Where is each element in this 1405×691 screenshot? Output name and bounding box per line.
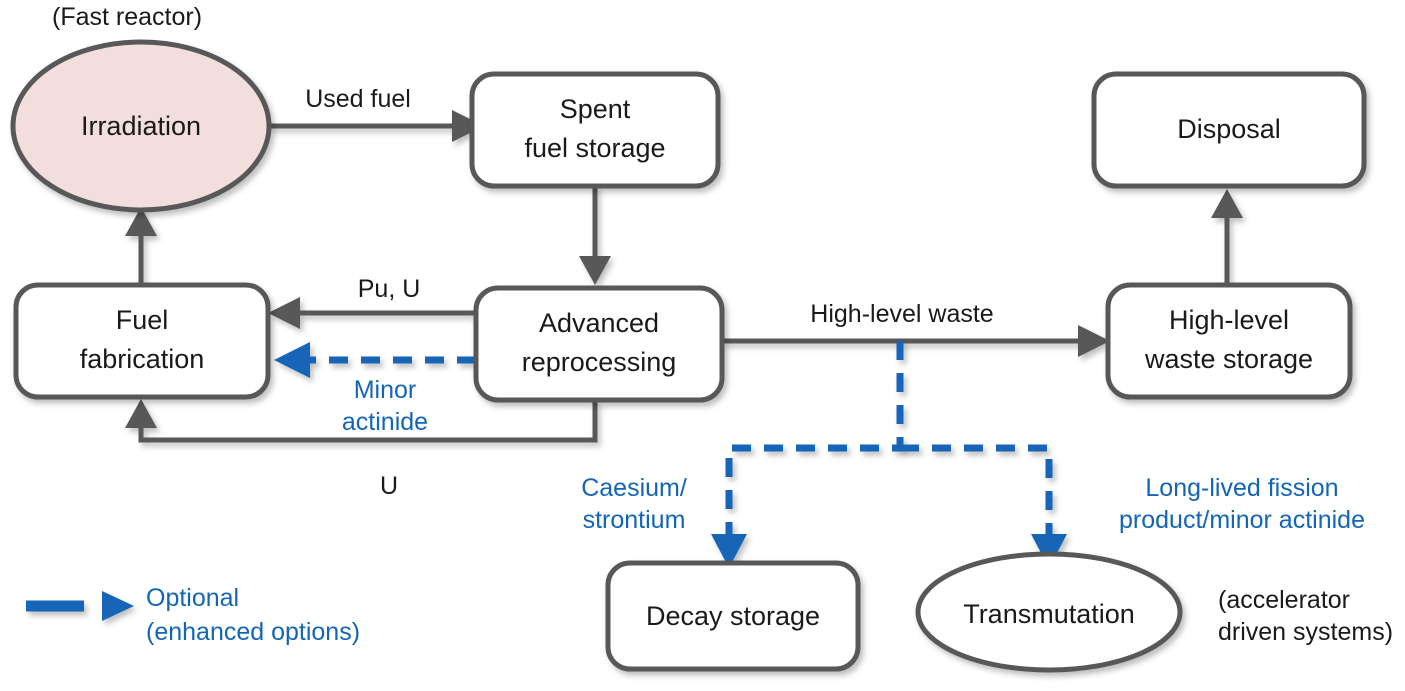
edge-label-caesium-line2: strontium (583, 506, 686, 534)
edge-label-minor-actinide-line1: Minor (354, 376, 417, 404)
legend: Optional (enhanced options) (26, 584, 360, 646)
edge-label-high-level-waste: High-level waste (810, 300, 993, 328)
edge-label-long-lived-line2: product/minor actinide (1119, 506, 1365, 534)
edge-label-long-lived-line1: Long-lived fission (1145, 474, 1338, 502)
edge-optional-caesium-strontium (711, 341, 904, 568)
annotation-fast-reactor: (Fast reactor) (52, 3, 202, 31)
edge-reprocessing-to-fabrication-puu (268, 297, 476, 329)
legend-label-line1: Optional (146, 584, 239, 612)
annotations-layer: (Fast reactor) (accelerator driven syste… (52, 3, 1393, 646)
node-advanced-reprocessing[interactable]: Advanced reprocessing (473, 285, 725, 403)
node-transmutation-label: Transmutation (963, 599, 1135, 629)
nodes-layer: Irradiation Spent fuel storage Disposal … (10, 39, 1367, 673)
edges-layer (125, 110, 1243, 568)
node-advanced-reprocessing-label-line1: Advanced (539, 308, 659, 338)
edge-label-caesium-line1: Caesium/ (581, 474, 687, 502)
dashed-arrow-icon (26, 591, 134, 621)
node-spent-fuel-storage-label-line1: Spent (560, 94, 631, 124)
edge-labels-layer: Used fuel Pu, U U High-level waste Minor… (305, 85, 1365, 534)
edge-label-used-fuel: Used fuel (305, 85, 411, 113)
node-irradiation-label: Irradiation (81, 111, 201, 141)
edge-optional-long-lived (900, 444, 1067, 568)
node-hlw-storage-label-line2: waste storage (1144, 344, 1313, 374)
node-disposal-label: Disposal (1177, 114, 1281, 144)
annotation-accelerator-line2: driven systems) (1218, 618, 1393, 646)
annotation-accelerator-line1: (accelerator (1218, 586, 1350, 614)
edge-label-pu-u: Pu, U (358, 275, 421, 303)
node-decay-storage[interactable]: Decay storage (605, 560, 861, 672)
node-spent-fuel-storage-label-line2: fuel storage (524, 133, 665, 163)
node-decay-storage-label: Decay storage (646, 601, 820, 631)
node-transmutation[interactable]: Transmutation (915, 551, 1183, 673)
edge-label-u: U (380, 472, 398, 500)
node-fuel-fabrication[interactable]: Fuel fabrication (13, 282, 271, 400)
node-advanced-reprocessing-label-line2: reprocessing (522, 347, 677, 377)
node-fuel-fabrication-label-line1: Fuel (116, 305, 169, 335)
node-irradiation[interactable]: Irradiation (10, 39, 272, 213)
edge-reprocessing-to-hlw-storage (722, 325, 1110, 357)
edge-fabrication-to-irradiation (125, 207, 157, 283)
edge-reprocessing-to-fabrication-u (125, 399, 598, 443)
node-fuel-fabrication-label-line2: fabrication (80, 344, 205, 374)
node-hlw-storage-label-line1: High-level (1169, 305, 1289, 335)
legend-label-line2: (enhanced options) (146, 618, 360, 646)
edge-optional-minor-actinide (274, 342, 476, 378)
edge-hlw-storage-to-disposal (1211, 189, 1243, 283)
edge-spent-fuel-to-reprocessing (579, 186, 611, 285)
edge-label-minor-actinide-line2: actinide (342, 408, 428, 436)
node-high-level-waste-storage[interactable]: High-level waste storage (1105, 282, 1353, 400)
node-disposal[interactable]: Disposal (1091, 71, 1367, 189)
node-spent-fuel-storage[interactable]: Spent fuel storage (469, 71, 721, 189)
edge-irradiation-to-spent-fuel (268, 110, 484, 142)
